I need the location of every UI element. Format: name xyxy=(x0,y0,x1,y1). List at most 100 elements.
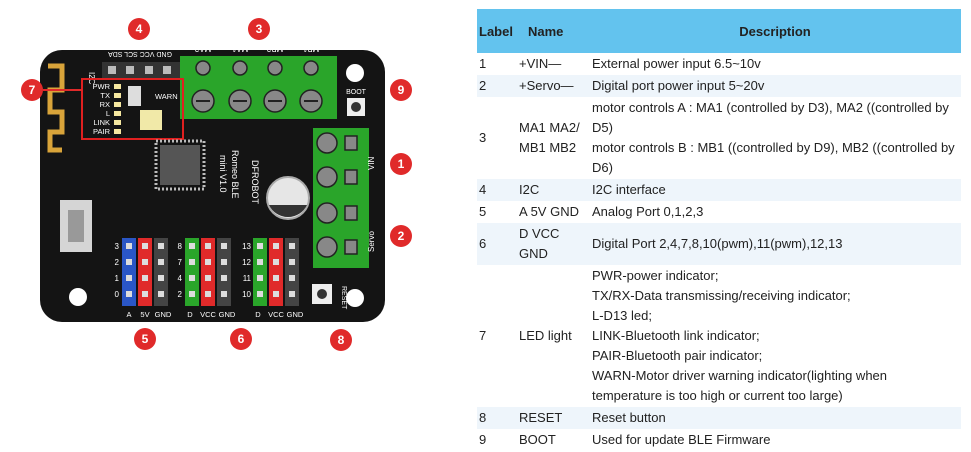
pin-number: 12 xyxy=(242,258,251,267)
table-row: 1 +VIN— External power input 6.5~10v xyxy=(477,53,961,75)
row-label: 1 xyxy=(479,56,487,71)
led-highlight-box xyxy=(81,78,184,140)
table-body: 1 +VIN— External power input 6.5~10v 2+Serv… xyxy=(477,53,961,451)
row-name: BOOT xyxy=(519,432,556,447)
motor-pin-label: MA1 xyxy=(231,44,248,53)
callout-marker-3: 3 xyxy=(248,18,270,40)
pin-number: 11 xyxy=(243,274,252,283)
model-label: mini V1.0 xyxy=(218,155,228,193)
header-label: VCC xyxy=(268,310,284,319)
pin-number: 3 xyxy=(115,242,120,251)
header-label: VCC xyxy=(200,310,216,319)
description-line: TX/RX-Data transmissing/receiving indica… xyxy=(592,288,851,303)
row-description: Digital Port 2,4,7,8,10(pwm),11(pwm),12,… xyxy=(589,223,961,265)
pin-number: 13 xyxy=(242,242,251,251)
pin-number: 2 xyxy=(178,290,183,299)
callout-marker-1: 1 xyxy=(390,153,412,175)
led-label: PAIR xyxy=(93,127,111,136)
led-label: RX xyxy=(100,100,110,109)
row-label: 7 xyxy=(479,328,487,343)
model-label: Romeo BLE xyxy=(230,150,240,199)
digital-header-1 xyxy=(185,238,231,306)
chip-small xyxy=(128,86,141,106)
spec-table: Label Name Description 1 +VIN— External po… xyxy=(477,9,961,451)
header-label: 5V xyxy=(140,310,149,319)
row-description: Analog Port 0,1,2,3 xyxy=(589,201,961,223)
svg-text:7: 7 xyxy=(29,83,36,97)
callout-marker-8: 8 xyxy=(330,329,352,351)
digital-header-2 xyxy=(253,238,299,306)
row-name: A 5V GND xyxy=(519,204,579,219)
vin-label: VIN xyxy=(367,156,376,170)
table-row: 9 BOOT Used for update BLE Firmware xyxy=(477,429,961,451)
reset-label: RESET xyxy=(340,286,347,310)
description-line: LINK-Bluetooth link indicator; xyxy=(592,328,760,343)
motor-pin-label: MB2 xyxy=(266,44,283,53)
svg-text:1: 1 xyxy=(398,157,405,171)
row-name: MA1 MA2/ MB1 MB2 xyxy=(519,120,580,155)
row-label: 4 xyxy=(477,179,516,201)
table-header-row: Label Name Description xyxy=(477,9,961,53)
column-header-description: Description xyxy=(589,9,961,53)
row-description: motor controls A : MA1 (controlled by D3… xyxy=(589,97,961,179)
pin-number: 10 xyxy=(242,290,251,299)
warn-label: WARN xyxy=(155,92,178,101)
table-row: 5 A 5V GND Analog Port 0,1,2,3 xyxy=(477,201,961,223)
pin-number: 0 xyxy=(115,290,120,299)
callout-marker-9: 9 xyxy=(390,79,412,101)
row-name: I2C xyxy=(516,179,589,201)
pin-number: 1 xyxy=(115,274,120,283)
analog-header xyxy=(122,238,168,306)
description-line: motor controls A : MA1 (controlled by D3… xyxy=(592,100,949,135)
row-label: 3 xyxy=(479,130,487,145)
mount-hole xyxy=(346,64,364,82)
row-label: 9 xyxy=(479,432,487,447)
svg-text:4: 4 xyxy=(136,22,143,36)
pin-number: 2 xyxy=(115,258,120,267)
svg-text:6: 6 xyxy=(238,332,245,346)
header-label: GND xyxy=(219,310,236,319)
callout-marker-6: 6 xyxy=(230,328,252,350)
row-name: +VIN— xyxy=(519,56,562,71)
svg-text:5: 5 xyxy=(142,332,149,346)
row-name: RESET xyxy=(516,407,589,429)
board-diagram: GND VCC SCL SDA I2C MA2 MA1 MB2 MB1 PWR … xyxy=(21,18,412,351)
svg-text:9: 9 xyxy=(398,83,405,97)
description-line: Digital port power input 5~20v xyxy=(592,78,765,93)
row-description: Reset button xyxy=(589,407,961,429)
chip-module xyxy=(140,110,162,130)
description-line: motor controls B : MB1 ((controlled by D… xyxy=(592,140,955,175)
led-indicators xyxy=(114,84,121,134)
table-row: 2+Servo—Digital port power input 5~20v xyxy=(477,75,961,97)
table-row: 3 MA1 MA2/ MB1 MB2 motor controls A : MA1 … xyxy=(477,97,961,179)
mount-hole xyxy=(69,288,87,306)
motor-pin-label: MB1 xyxy=(302,44,319,53)
led-label: TX xyxy=(100,91,110,100)
led-label: PWR xyxy=(93,82,111,91)
row-label: 6 xyxy=(477,223,516,265)
boot-label: BOOT xyxy=(346,89,367,96)
header-label: D xyxy=(255,310,261,319)
description-line: L-D13 led; xyxy=(592,308,652,323)
brand-label: DFROBOT xyxy=(250,160,260,205)
pin-number: 8 xyxy=(178,242,183,251)
description-line: Reset button xyxy=(592,410,666,425)
description-line: External power input 6.5~10v xyxy=(592,56,761,71)
row-label: 5 xyxy=(479,204,487,219)
callout-marker-5: 5 xyxy=(134,328,156,350)
row-description: PWR-power indicator; TX/RX-Data transmiss… xyxy=(589,265,961,407)
callout-marker-4: 4 xyxy=(128,18,150,40)
antenna-trace xyxy=(47,63,65,153)
row-description: Digital port power input 5~20v xyxy=(589,75,961,97)
description-line: PWR-power indicator; xyxy=(592,268,719,283)
motor-pin-label: MA2 xyxy=(194,44,211,53)
description-line: Used for update BLE Firmware xyxy=(592,432,771,447)
header-label: GND xyxy=(287,310,304,319)
description-line: Analog Port 0,1,2,3 xyxy=(592,204,704,219)
column-header-name: Name xyxy=(516,9,589,53)
row-name: +Servo— xyxy=(516,75,589,97)
